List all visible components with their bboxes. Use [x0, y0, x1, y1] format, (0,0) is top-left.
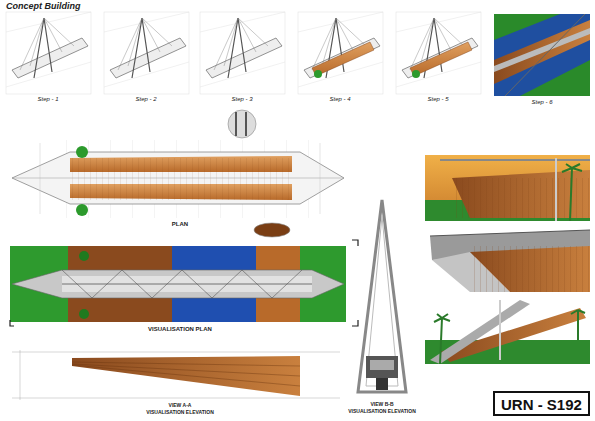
- render-views: [425, 155, 590, 364]
- view-label: VIEW A-A: [169, 402, 192, 408]
- plan-drawing-part: [245, 112, 247, 136]
- visualisation-plan-drawing-part: [10, 240, 358, 326]
- render-views-part: [470, 246, 590, 292]
- render-views-part: [499, 300, 501, 360]
- elevation-a-a-drawing-part: [72, 364, 300, 376]
- step-label: Step - 6: [531, 99, 552, 105]
- plan-drawing-part: [12, 152, 344, 204]
- step-label: Step - 4: [329, 96, 350, 102]
- elevation-b-b-drawing-part: [366, 216, 398, 386]
- plan-drawing-part: [76, 204, 88, 216]
- render-views-part: [434, 314, 450, 364]
- plan-drawing-part: [228, 110, 256, 138]
- step-thumbnails-part: [396, 12, 481, 94]
- step-six-render-part: [494, 14, 590, 96]
- sheet-title: Concept Building: [6, 1, 81, 11]
- elevation-b-b-drawing-part: [366, 356, 398, 378]
- plan-drawing-part: [235, 112, 237, 136]
- step-six-render-part: [494, 14, 590, 96]
- render-views-part: [571, 310, 585, 340]
- plan-drawing-part: [320, 143, 321, 214]
- visualisation-plan-drawing-part: [12, 270, 344, 298]
- plan-drawing-part: [254, 223, 290, 237]
- render-views-part: [555, 158, 557, 221]
- view-label: VISUALISATION ELEVATION: [146, 409, 214, 415]
- visualisation-plan-drawing-part: [62, 284, 312, 285]
- elevation-a-a-drawing-part: [12, 398, 340, 399]
- elevation-a-a-drawing: [12, 350, 340, 400]
- render-views-part: [425, 300, 590, 364]
- render-views-part: [430, 230, 590, 236]
- plan-drawing-part: [12, 178, 344, 179]
- render-views-part: [452, 170, 590, 218]
- render-views-part: [470, 246, 590, 292]
- elevation-a-a-drawing-part: [72, 365, 300, 386]
- visualisation-plan-drawing-part: [62, 276, 312, 292]
- id-text: URN - S192: [501, 396, 582, 413]
- render-views-part: [440, 308, 586, 362]
- view-label: VISUALISATION ELEVATION: [348, 408, 416, 414]
- id-box: URN - S192: [493, 391, 590, 416]
- elevation-a-a-drawing-part: [20, 350, 21, 400]
- step-six-render: [494, 14, 590, 96]
- step-thumbnails-part: [312, 42, 374, 78]
- elevation-b-b-drawing: [358, 200, 406, 392]
- step-six-render-part: [494, 28, 590, 72]
- view-label: VIEW B-B: [370, 401, 393, 407]
- plan-drawing-part: [40, 143, 41, 214]
- visualisation-plan-drawing-part: [79, 309, 89, 319]
- render-views-part: [452, 178, 590, 218]
- view-label: VISUALISATION PLAN: [148, 326, 212, 332]
- elevation-b-b-drawing-part: [370, 360, 394, 370]
- render-views-part: [425, 155, 590, 221]
- step-thumbnails-part: [104, 12, 189, 94]
- render-views-part: [430, 300, 530, 364]
- step-thumbnails: [6, 12, 590, 96]
- step-label: Step - 3: [231, 96, 252, 102]
- elevation-b-b-drawing-part: [358, 200, 406, 392]
- elevation-a-a-drawing-part: [72, 356, 300, 396]
- step-label: Step - 5: [427, 96, 448, 102]
- step-thumbnails-part: [298, 12, 383, 94]
- render-views-part: [425, 230, 590, 292]
- view-label: PLAN: [172, 221, 188, 227]
- plan-drawing-part: [76, 146, 88, 158]
- visualisation-plan-drawing-part: [10, 246, 346, 322]
- render-views-part: [440, 159, 590, 161]
- visualisation-plan-drawing: [10, 240, 358, 326]
- elevation-a-a-drawing-part: [12, 352, 340, 353]
- plan-drawing: [12, 110, 344, 237]
- render-views-part: [562, 164, 582, 221]
- plan-drawing-part: [70, 158, 292, 200]
- step-thumbnails-part: [6, 12, 91, 94]
- elevation-a-a-drawing-part: [72, 362, 300, 366]
- step-label: Step - 1: [37, 96, 58, 102]
- elevation-b-b-drawing-part: [376, 378, 388, 390]
- step-six-render-part: [505, 14, 585, 96]
- step-thumbnails-part: [410, 42, 472, 78]
- step-label: Step - 2: [135, 96, 156, 102]
- step-thumbnails-part: [200, 12, 285, 94]
- step-six-render-part: [494, 20, 590, 84]
- visualisation-plan-drawing-part: [79, 251, 89, 261]
